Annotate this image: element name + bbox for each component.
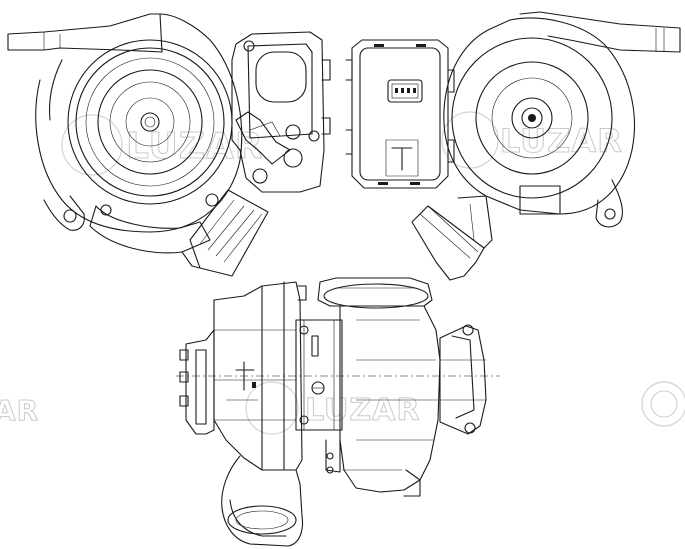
turbine-inlet-duct bbox=[411, 205, 485, 281]
actuator-screw bbox=[243, 40, 255, 52]
actuator-view bbox=[231, 31, 455, 193]
compressor-mount-bracket bbox=[43, 195, 85, 231]
turbine-housing bbox=[443, 17, 635, 215]
compressor-inlet bbox=[97, 69, 203, 175]
turbine-side-view bbox=[411, 11, 681, 281]
turbine-outlet-flange bbox=[519, 11, 681, 53]
compressor-outlet-duct bbox=[189, 189, 269, 277]
watermark-edge-left: AR bbox=[0, 394, 39, 428]
compressor-outlet-pipe bbox=[7, 13, 163, 53]
actuator-cover bbox=[255, 51, 307, 103]
assembly-actuator bbox=[185, 329, 215, 435]
turbine-shaft-nut bbox=[528, 114, 536, 122]
watermark-emblem-right bbox=[641, 381, 685, 427]
watermark-text-left: LUZAR bbox=[126, 126, 264, 167]
assembly-compressor-housing bbox=[213, 281, 303, 471]
assembly-top-flange bbox=[317, 277, 433, 307]
watermark-text-bottom: LUZAR bbox=[305, 393, 420, 428]
assembly-exhaust-flange bbox=[439, 325, 487, 435]
actuator-connector bbox=[387, 79, 423, 103]
watermark-logo-left: LUZAR bbox=[61, 114, 264, 176]
assembly-compressor-elbow bbox=[221, 455, 304, 547]
watermark-edge-text: AR bbox=[0, 394, 39, 427]
assembly-bearing-housing bbox=[295, 319, 343, 431]
turbine-wheel bbox=[511, 97, 553, 139]
actuator-housing bbox=[231, 31, 325, 193]
watermark-text-right: LUZAR bbox=[500, 122, 623, 160]
compressor-wheel-nut bbox=[140, 112, 160, 132]
assembled-side-view bbox=[176, 277, 500, 547]
compressor-housing-ring bbox=[67, 39, 233, 205]
watermark-logo-bottom: LUZAR bbox=[245, 381, 420, 435]
compressor-volute bbox=[35, 13, 243, 233]
watermark-logo-right: LUZAR bbox=[441, 111, 623, 169]
actuator-rod bbox=[391, 147, 413, 171]
actuator-front-housing bbox=[351, 39, 449, 189]
